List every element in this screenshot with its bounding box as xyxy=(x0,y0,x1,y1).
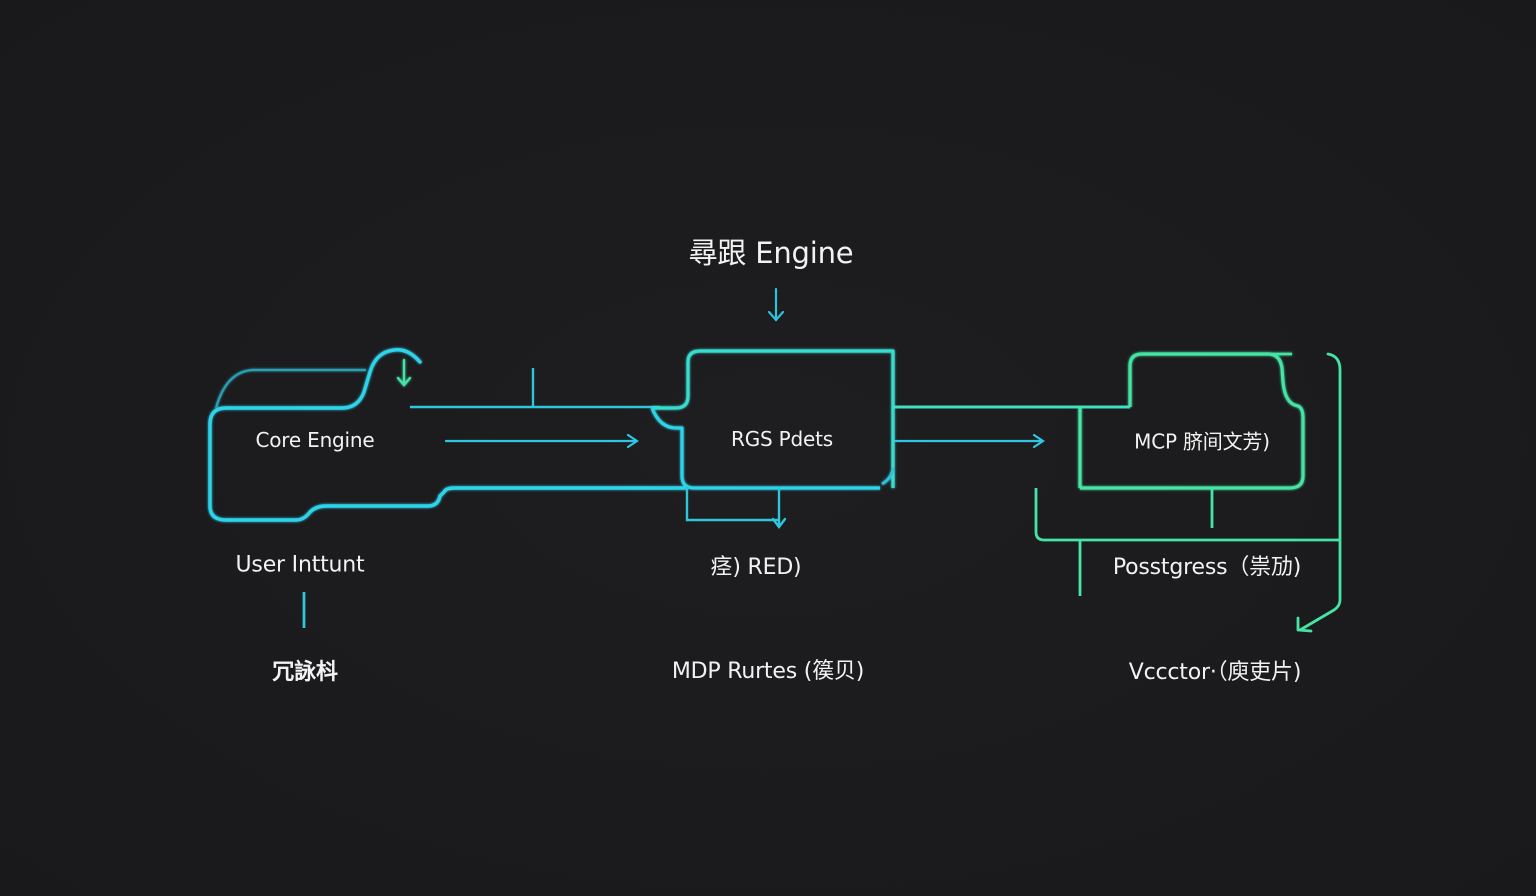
rgs-red-label: 痉) RED) xyxy=(710,555,802,580)
node-core-engine-label: Core Engine xyxy=(255,428,375,452)
rgs-node-shape xyxy=(650,349,895,490)
node-mcp-label: MCP 脐间文芳) xyxy=(1134,429,1270,454)
mcp-routes-label: MDP Rurtes (篌贝) xyxy=(671,659,865,684)
node-rgs-label: RGS Pdets xyxy=(731,427,833,451)
title-arrow xyxy=(767,287,785,322)
mcp-node-shape xyxy=(1078,352,1305,490)
postgres-bracket xyxy=(1034,488,1340,596)
core-engine-node-shape xyxy=(208,348,688,522)
diagram-title: 尋跟 Engine xyxy=(688,236,854,270)
user-intent-label: User Inttunt xyxy=(235,552,365,578)
vector-label: Vcсctor·（庾吏片) xyxy=(1128,660,1302,685)
rgs-to-red-arrow xyxy=(685,486,787,529)
core-sub-label: 冗詠枓 xyxy=(272,660,338,685)
mcp-to-vector-arrow xyxy=(1296,352,1342,633)
core-to-rgs-arrow xyxy=(444,433,639,449)
postgres-label: Posstgress（祟劢) xyxy=(1112,555,1302,580)
core-to-rgs-connector xyxy=(410,368,660,409)
rgs-to-mcp-arrow xyxy=(893,433,1045,449)
